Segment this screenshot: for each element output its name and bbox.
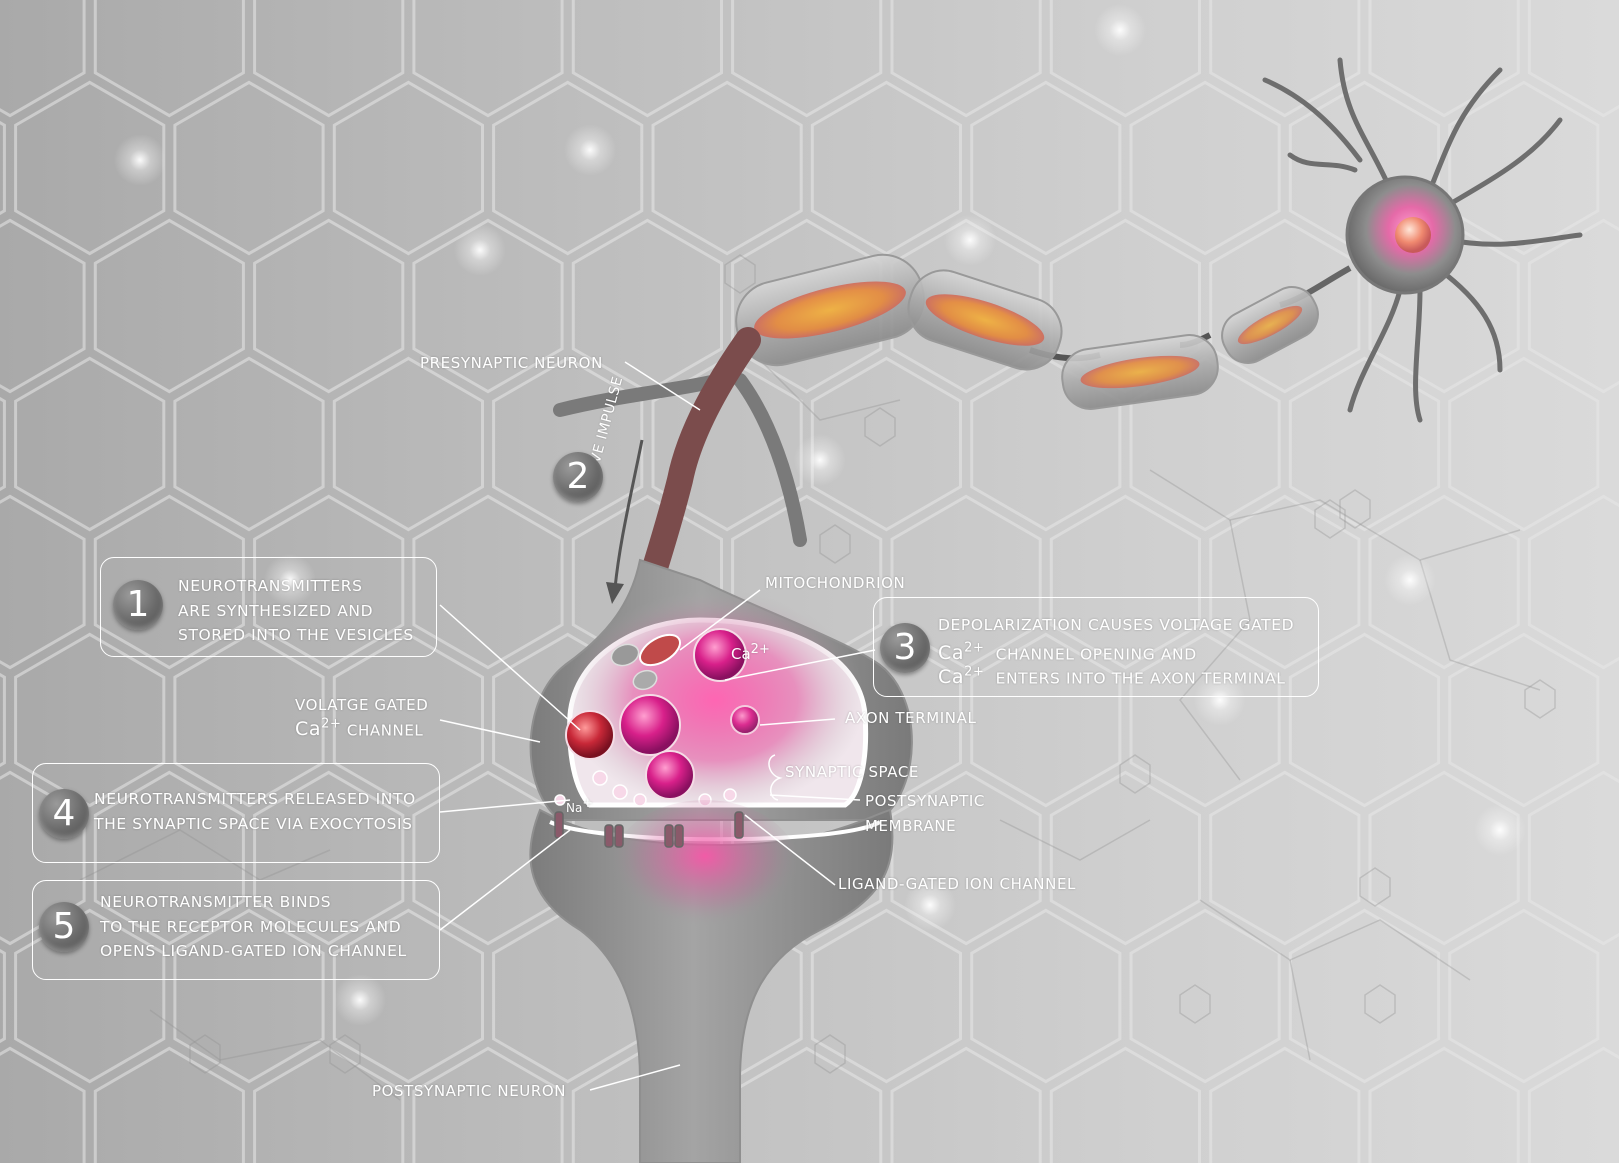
label-postsynaptic-membrane-line1: POSTSYNAPTIC xyxy=(865,792,985,810)
step-3-line1: DEPOLARIZATION CAUSES VOLTAGE GATED xyxy=(938,613,1294,638)
label-mitochondrion: MITOCHONDRION xyxy=(765,574,905,592)
step-2-number: 2 xyxy=(553,452,603,502)
label-voltage-gated-line1: VOLATGE GATED xyxy=(295,696,428,714)
step-4-number: 4 xyxy=(39,789,89,839)
step-3-number: 3 xyxy=(880,623,930,673)
label-postsynaptic-neuron: POSTSYNAPTIC NEURON xyxy=(372,1082,566,1100)
label-synaptic-space: SYNAPTIC SPACE xyxy=(785,763,919,781)
step-5-text: NEUROTRANSMITTER BINDS TO THE RECEPTOR M… xyxy=(100,890,407,964)
label-ca-terminal: Ca2+ xyxy=(731,642,770,663)
label-postsynaptic-membrane-line2: MEMBRANE xyxy=(865,817,956,835)
step-5-number: 5 xyxy=(39,902,89,952)
label-presynaptic-neuron: PRESYNAPTIC NEURON xyxy=(420,354,603,372)
label-ligand-gated-ion-channel: LIGAND-GATED ION CHANNEL xyxy=(838,875,1076,893)
step-1-number: 1 xyxy=(113,580,163,630)
label-na: Na+ xyxy=(566,796,593,815)
step-4-text: NEUROTRANSMITTERS RELEASED INTO THE SYNA… xyxy=(94,787,416,836)
step-3-line3: Ca2+ ENTERS INTO THE AXON TERMINAL xyxy=(938,661,1286,691)
label-voltage-gated-ca: Ca2+ xyxy=(295,718,342,740)
step-1-text: NEUROTRANSMITTERS ARE SYNTHESIZED AND ST… xyxy=(178,574,414,648)
step-3-ca-2: Ca2+ xyxy=(938,666,985,688)
label-voltage-gated-line2: Ca2+ CHANNEL xyxy=(295,717,423,740)
label-axon-terminal: AXON TERMINAL xyxy=(845,709,976,727)
